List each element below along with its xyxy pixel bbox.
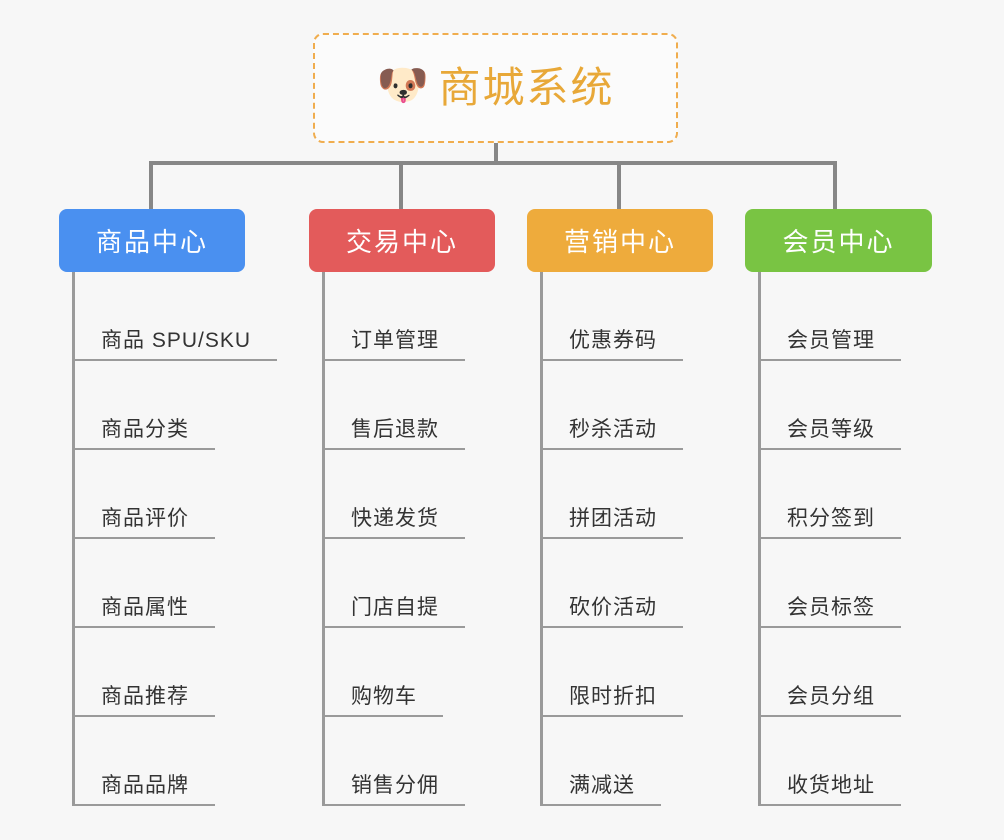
connector-drop-2: [399, 161, 403, 209]
leaf-label: 拼团活动: [569, 506, 657, 530]
list-item[interactable]: 商品分类: [75, 361, 277, 450]
leaf-label: 商品评价: [101, 506, 189, 530]
branch-product-center: 商品中心 商品 SPU/SKU 商品分类 商品评价 商品属性 商品推荐 商品品牌: [59, 209, 278, 806]
branch-marketing-center: 营销中心 优惠券码 秒杀活动 拼团活动 砍价活动 限时折扣 满减送: [527, 209, 713, 806]
leaf-label: 商品品牌: [101, 773, 189, 797]
leaf-label: 购物车: [351, 684, 417, 708]
leaf-list-marketing-center: 优惠券码 秒杀活动 拼团活动 砍价活动 限时折扣 满减送: [540, 272, 713, 806]
connector-drop-1: [149, 161, 153, 209]
list-item[interactable]: 拼团活动: [543, 450, 713, 539]
list-item[interactable]: 商品 SPU/SKU: [75, 272, 278, 361]
list-item[interactable]: 限时折扣: [543, 628, 713, 717]
list-item[interactable]: 砍价活动: [543, 539, 713, 628]
leaf-list-member-center: 会员管理 会员等级 积分签到 会员标签 会员分组 收货地址: [758, 272, 932, 806]
leaf-label: 收货地址: [787, 773, 875, 797]
root-node[interactable]: 🐶 商城系统: [313, 33, 678, 143]
shiba-dog-icon: 🐶: [376, 61, 429, 108]
leaf-list-trade-center: 订单管理 售后退款 快递发货 门店自提 购物车 销售分佣: [322, 272, 495, 806]
leaf-list-product-center: 商品 SPU/SKU 商品分类 商品评价 商品属性 商品推荐 商品品牌: [72, 272, 278, 806]
leaf-label: 快递发货: [351, 506, 439, 530]
list-item[interactable]: 会员标签: [761, 539, 932, 628]
list-item[interactable]: 购物车: [325, 628, 495, 717]
leaf-label: 商品 SPU/SKU: [101, 328, 252, 352]
branch-header-marketing-center[interactable]: 营销中心: [527, 209, 713, 272]
connector-drop-3: [617, 161, 621, 209]
branch-member-center: 会员中心 会员管理 会员等级 积分签到 会员标签 会员分组 收货地址: [745, 209, 932, 806]
leaf-label: 会员等级: [787, 417, 875, 441]
branch-header-product-center[interactable]: 商品中心: [59, 209, 245, 272]
leaf-label: 门店自提: [351, 595, 439, 619]
list-item[interactable]: 秒杀活动: [543, 361, 713, 450]
leaf-label: 会员分组: [787, 684, 875, 708]
leaf-label: 销售分佣: [351, 773, 439, 797]
branch-header-label: 交易中心: [345, 227, 458, 257]
branch-header-trade-center[interactable]: 交易中心: [309, 209, 495, 272]
leaf-label: 商品属性: [101, 595, 189, 619]
leaf-label: 砍价活动: [569, 595, 657, 619]
branch-header-label: 会员中心: [782, 227, 895, 257]
list-item[interactable]: 会员管理: [761, 272, 932, 361]
root-title: 商城系统: [438, 64, 615, 111]
leaf-label: 商品分类: [101, 417, 189, 441]
branch-header-member-center[interactable]: 会员中心: [745, 209, 932, 272]
list-item[interactable]: 门店自提: [325, 539, 495, 628]
list-item[interactable]: 商品推荐: [75, 628, 277, 717]
branch-header-label: 商品中心: [95, 227, 208, 257]
leaf-label: 订单管理: [351, 328, 439, 352]
connector-root-stem: [494, 143, 498, 163]
list-item[interactable]: 售后退款: [325, 361, 495, 450]
leaf-label: 会员标签: [787, 595, 875, 619]
list-item[interactable]: 会员分组: [761, 628, 932, 717]
list-item[interactable]: 优惠券码: [543, 272, 713, 361]
list-item[interactable]: 积分签到: [761, 450, 932, 539]
leaf-label: 优惠券码: [569, 328, 657, 352]
list-item[interactable]: 商品评价: [75, 450, 277, 539]
list-item[interactable]: 商品品牌: [75, 717, 277, 806]
branch-trade-center: 交易中心 订单管理 售后退款 快递发货 门店自提 购物车 销售分佣: [309, 209, 495, 806]
branch-header-label: 营销中心: [563, 227, 676, 257]
list-item[interactable]: 商品属性: [75, 539, 277, 628]
leaf-label: 售后退款: [351, 417, 439, 441]
connector-drop-4: [833, 161, 837, 209]
list-item[interactable]: 销售分佣: [325, 717, 495, 806]
connector-horizontal-bus: [149, 161, 835, 165]
leaf-label: 会员管理: [787, 328, 875, 352]
leaf-label: 满减送: [569, 773, 635, 797]
list-item[interactable]: 收货地址: [761, 717, 932, 806]
list-item[interactable]: 快递发货: [325, 450, 495, 539]
leaf-label: 积分签到: [787, 506, 875, 530]
list-item[interactable]: 满减送: [543, 717, 713, 806]
leaf-label: 秒杀活动: [569, 417, 657, 441]
list-item[interactable]: 订单管理: [325, 272, 495, 361]
list-item[interactable]: 会员等级: [761, 361, 932, 450]
leaf-label: 限时折扣: [569, 684, 657, 708]
leaf-label: 商品推荐: [101, 684, 189, 708]
